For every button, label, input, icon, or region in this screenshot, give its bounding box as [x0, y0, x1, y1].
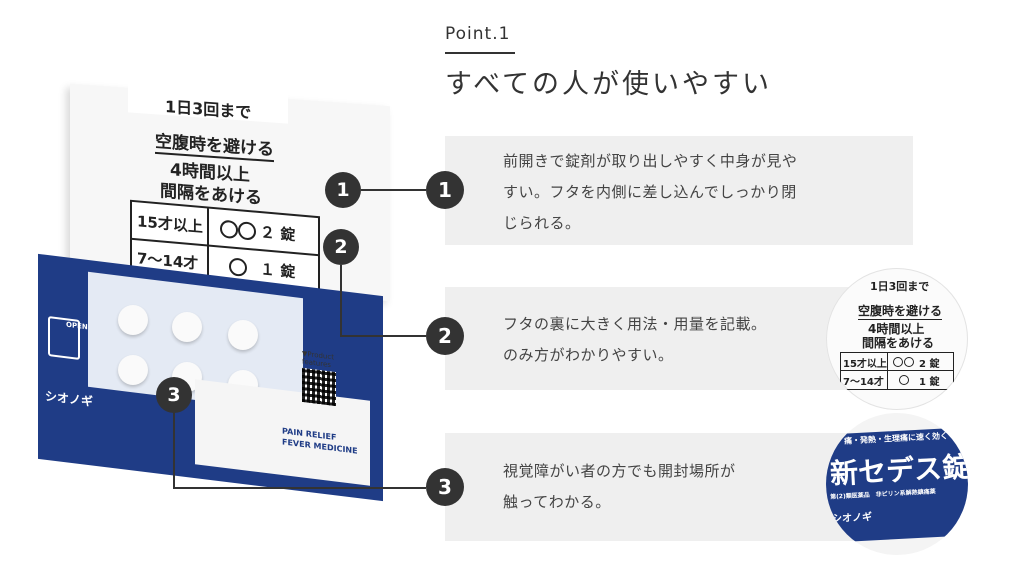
feature-3-text: 視覚障がい者の方でも開封場所が 触ってわかる。 — [503, 456, 736, 518]
zoom1-age-adult: 15才以上 — [843, 359, 887, 370]
zoom2-product-name: 新セデス錠 — [829, 450, 968, 491]
feature-3-line: 視覚障がい者の方でも開封場所が — [503, 462, 736, 480]
zoom1-dose-table: 15才以上 2 錠 7〜14才 1 錠 — [840, 352, 954, 390]
feature-1-line: じられる。 — [503, 214, 581, 232]
zoom1-amount-adult: 2 錠 — [919, 359, 940, 370]
zoom1-age-child: 7〜14才 — [843, 377, 884, 388]
dose-age-adult: 15才以上 — [137, 212, 203, 237]
feature-3-line: 触ってわかる。 — [503, 493, 611, 511]
tablet — [172, 312, 202, 342]
qr-code — [302, 367, 336, 407]
feature-1-line: 前開きで錠剤が取り出しやすく中身が見や — [503, 152, 798, 170]
zoom-package: 痛・発熱・生理痛に速く効く 新セデス錠 第(2)類医薬品 非ピリン系解熱鎮痛薬 … — [826, 413, 968, 555]
zoom-lid-dosage: 1日3回まで 空腹時を避ける 4時間以上 間隔をあける 15才以上 2 錠 7〜… — [826, 268, 968, 410]
feature-2-text: フタの裏に大きく用法・用量を記載。 のみ方がわかりやすい。 — [503, 309, 767, 371]
tablet-icon — [893, 357, 903, 367]
tablet-icon — [229, 257, 247, 277]
dose-amount-child: １ 錠 — [260, 260, 296, 282]
tablet-icon — [238, 221, 256, 241]
zoom1-dosage-limit: 1日3回まで — [870, 280, 930, 293]
connector-2-horizontal — [340, 335, 426, 337]
feature-2-line: フタの裏に大きく用法・用量を記載。 — [503, 315, 767, 333]
feature-card-1: 前開きで錠剤が取り出しやすく中身が見や すい。フタを内側に差し込んでしっかり閉 … — [445, 136, 913, 245]
zoom1-amount-child: 1 錠 — [919, 377, 940, 388]
connector-2-vertical — [340, 265, 342, 336]
dose-amount-adult: ２ 錠 — [260, 223, 296, 245]
feature-number-2: 2 — [426, 317, 464, 355]
feature-number-1: 1 — [426, 171, 464, 209]
tablet — [118, 355, 148, 385]
tablet — [228, 320, 258, 350]
connector-3-vertical — [173, 410, 175, 488]
zoom1-interval-2: 間隔をあける — [862, 336, 935, 350]
connector-1 — [361, 189, 426, 191]
headline: すべての人が使いやすい — [445, 69, 773, 100]
tablet-icon — [904, 357, 914, 367]
feature-2-line: のみ方がわかりやすい。 — [503, 346, 674, 364]
box-marker-3: 3 — [156, 377, 192, 413]
tablet — [118, 305, 148, 335]
connector-3-horizontal — [173, 487, 426, 489]
tablet-icon — [220, 219, 238, 240]
zoom2-brand: シオノギ — [831, 511, 873, 526]
feature-1-line: すい。フタを内側に差し込んでしっかり閉 — [503, 183, 797, 201]
point-label: Point.1 — [445, 24, 511, 44]
box-marker-2: 2 — [323, 229, 359, 265]
point-underline — [445, 52, 515, 54]
zoom1-empty-stomach: 空腹時を避ける — [858, 304, 943, 320]
feature-number-3: 3 — [426, 468, 464, 506]
product-box-image: 1日3回まで 空腹時を避ける 4時間以上 間隔をあける 15才以上 ２ 錠 7〜… — [0, 0, 440, 566]
feature-1-text: 前開きで錠剤が取り出しやすく中身が見や すい。フタを内側に差し込んでしっかり閉 … — [503, 146, 797, 239]
zoom1-interval-1: 4時間以上 — [868, 322, 925, 336]
tablet-icon — [899, 375, 909, 385]
box-marker-1: 1 — [325, 172, 361, 208]
